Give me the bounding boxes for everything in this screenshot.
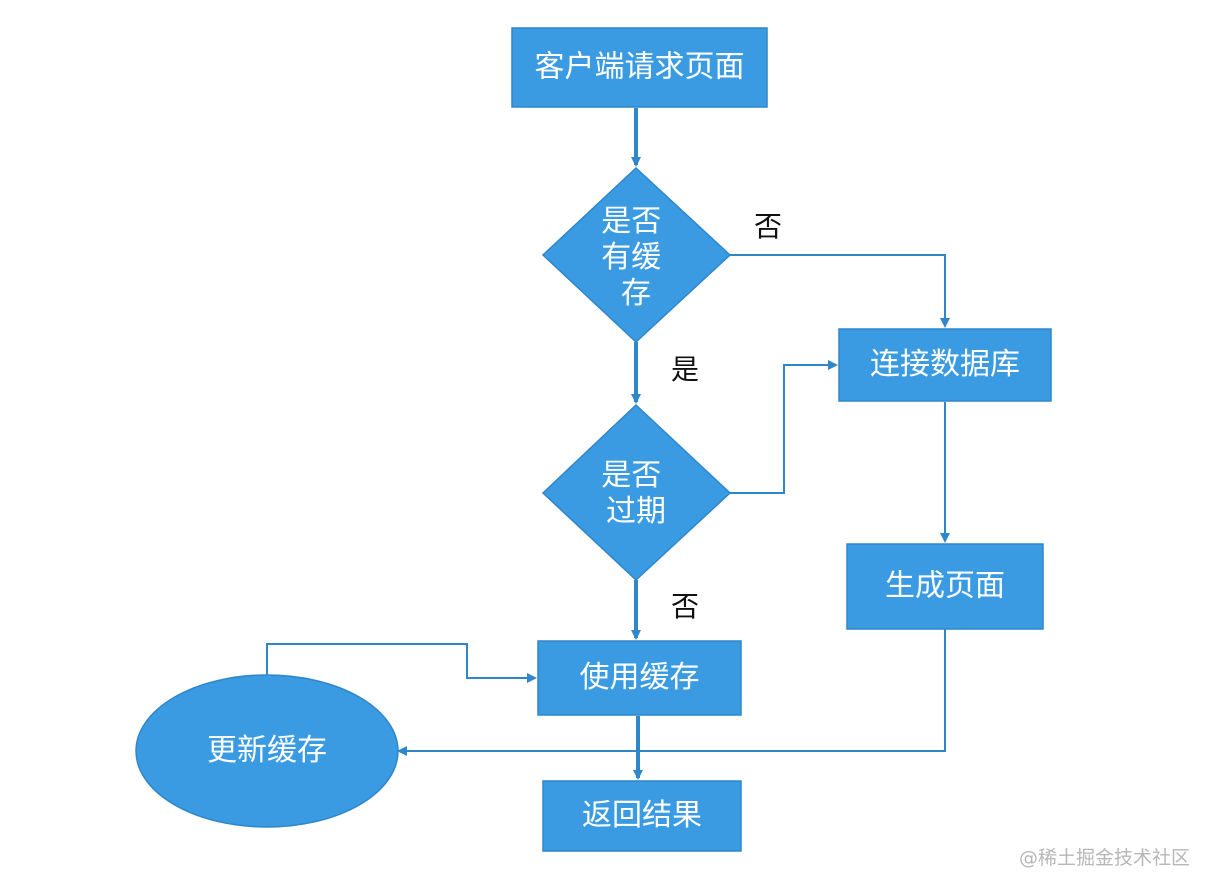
svg-text:使用缓存: 使用缓存 [580, 660, 700, 695]
node-has-cache-line-2: 有缓 [601, 240, 661, 275]
node-generate-page-text: 生成页面 [885, 568, 1005, 603]
svg-text:是否 有缓 存: 是否 有缓 存 [601, 204, 671, 311]
edge-generate-page-to-update-cache [397, 629, 946, 756]
edge-update-cache-to-use-cache [266, 643, 537, 683]
label-has-cache-no: 否 [754, 210, 782, 243]
node-connect-db-text: 连接数据库 [870, 347, 1020, 382]
edges [266, 108, 950, 780]
svg-text:客户端请求页面: 客户端请求页面 [535, 49, 745, 84]
node-update-cache: 更新缓存 [135, 674, 399, 828]
label-has-cache-yes: 是 [671, 353, 699, 386]
edge-labels: 否 是 否 [671, 210, 782, 623]
node-expired: 是否 过期 [541, 403, 732, 582]
node-connect-db: 连接数据库 [838, 328, 1052, 402]
node-use-cache-text: 使用缓存 [580, 660, 700, 695]
svg-text:连接数据库: 连接数据库 [870, 347, 1020, 382]
node-return-result: 返回结果 [542, 780, 742, 852]
node-request-text: 客户端请求页面 [535, 49, 745, 84]
node-has-cache: 是否 有缓 存 [541, 166, 732, 344]
node-generate-page: 生成页面 [846, 543, 1044, 630]
node-return-result-text: 返回结果 [582, 798, 702, 833]
watermark: @稀土掘金技术社区 [1018, 847, 1190, 869]
svg-text:是否 过期: 是否 过期 [601, 458, 671, 529]
edge-has-cache-to-connect-db [730, 254, 950, 328]
node-has-cache-line-3: 存 [621, 276, 651, 311]
svg-text:返回结果: 返回结果 [582, 798, 702, 833]
edge-expired-to-connect-db [730, 360, 838, 494]
nodes: 客户端请求页面 是否 有缓 存 是否 过期 [135, 27, 1052, 852]
node-update-cache-text: 更新缓存 [207, 733, 327, 768]
svg-text:生成页面: 生成页面 [885, 568, 1005, 603]
svg-text:更新缓存: 更新缓存 [207, 733, 327, 768]
node-use-cache: 使用缓存 [537, 640, 742, 716]
node-has-cache-line-1: 是否 [601, 204, 661, 239]
label-expired-no: 否 [671, 590, 699, 623]
node-expired-line-1: 是否 [601, 458, 661, 493]
node-request: 客户端请求页面 [511, 27, 768, 108]
node-expired-line-2: 过期 [606, 494, 666, 529]
